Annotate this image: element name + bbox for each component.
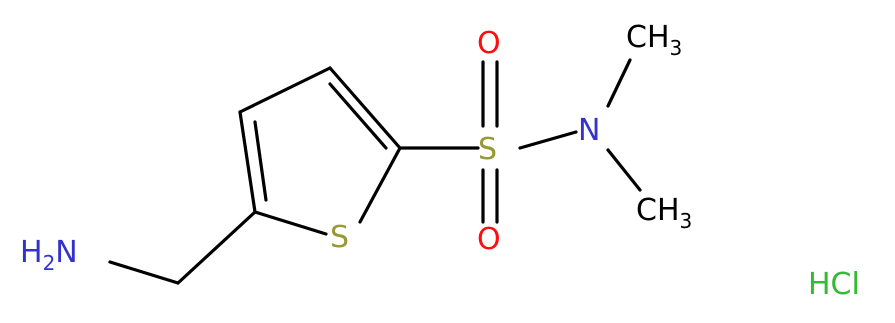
atom-nh2-sub: 2	[43, 251, 56, 275]
atom-ch3-top: CH3	[626, 20, 682, 60]
bond-ch2-nh2	[108, 260, 180, 285]
atom-labels: H2N S S O O N CH3 CH3 HCl	[20, 20, 860, 302]
atom-ch3-top-sub: 3	[670, 36, 683, 60]
atom-nh2-n: N	[55, 235, 77, 270]
bond-c3-c2-inner	[328, 82, 388, 150]
atom-ch3-bottom-sub: 3	[680, 209, 693, 233]
atom-n-amide: N	[578, 113, 600, 148]
bond-c4-c3	[238, 66, 332, 114]
atom-s-sulfonyl: S	[478, 132, 497, 167]
atom-ch3-bottom-main: CH	[636, 193, 680, 228]
bond-ch2-c5	[176, 210, 257, 285]
salt-hcl: HCl	[808, 267, 860, 302]
bond-c3-c2	[328, 66, 402, 150]
bond-n-ch3-bottom	[606, 148, 642, 192]
atom-o-top: O	[477, 26, 501, 61]
atom-ch3-top-main: CH	[626, 20, 670, 55]
bond-c5-c4-inner	[253, 120, 268, 202]
bonds	[108, 58, 642, 285]
atom-ch3-bottom: CH3	[636, 193, 692, 233]
bond-c2-sring	[358, 146, 402, 224]
bond-c5-sring	[253, 210, 328, 236]
bond-s-n	[518, 130, 578, 150]
atom-nh2: H2N	[20, 235, 78, 275]
atom-nh2-h: H	[20, 235, 43, 270]
bond-n-ch3-top	[606, 58, 632, 108]
atom-s-ring: S	[330, 220, 349, 255]
bond-c5-c4	[238, 110, 257, 214]
atom-o-bottom: O	[477, 222, 501, 257]
